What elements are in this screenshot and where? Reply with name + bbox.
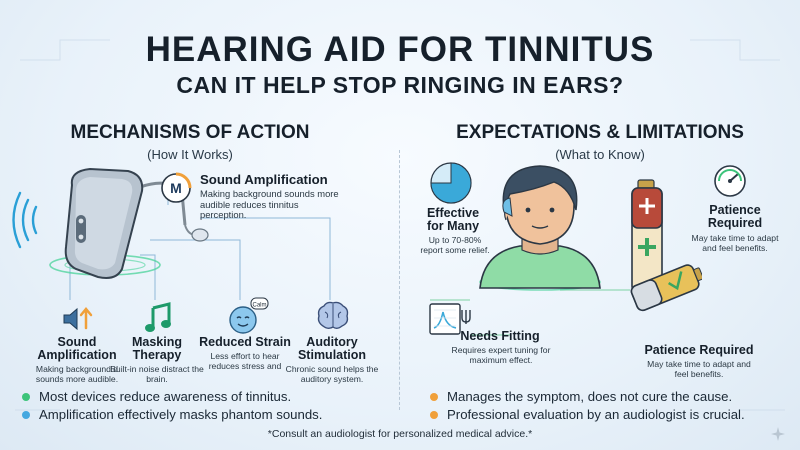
bullet-dot-blue	[22, 410, 30, 419]
callout-title: Sound Amplification	[200, 172, 328, 187]
patient-illustration	[479, 165, 601, 291]
feature-title: Auditory Stimulation	[297, 335, 367, 363]
left-bullet-2: Amplification effectively masks phantom …	[22, 407, 322, 422]
needs-fitting-text: Requires expert tuning for maximum effec…	[451, 345, 551, 365]
patience-bottom-title: Patience Required	[644, 343, 754, 357]
right-subheading: (What to Know)	[555, 147, 645, 162]
page-subtitle: CAN IT HELP STOP RINGING IN EARS?	[176, 72, 624, 98]
amplification-badge-icon: M	[161, 172, 192, 203]
effective-title: Effective for Many	[426, 206, 480, 234]
feature-text: Chronic sound helps the auditory system.	[285, 364, 379, 384]
hearing-aid-illustration	[12, 167, 209, 279]
bullet-dot-orange	[430, 410, 438, 419]
right-heading: EXPECTATIONS & LIMITATIONS	[456, 122, 744, 143]
section-divider	[399, 150, 400, 410]
feature-text: Making background d sounds more audible.	[35, 364, 119, 384]
music-note-icon	[145, 302, 171, 332]
audiogram-icon	[429, 303, 471, 335]
patience-top-text: May take time to adapt and feel benefits…	[691, 233, 779, 253]
pie-chart-icon	[430, 162, 472, 204]
bullet-text: Most devices reduce awareness of tinnitu…	[39, 389, 292, 404]
feature-text: Less effort to hear reduces stress and	[208, 351, 282, 371]
right-bullet-1: Manages the symptom, does not cure the c…	[430, 389, 732, 404]
left-heading: MECHANISMS OF ACTION	[70, 122, 310, 143]
callout-text: Making background sounds more audible re…	[200, 188, 339, 221]
left-subheading: (How It Works)	[147, 147, 233, 162]
right-bullet-2: Professional evaluation by an audiologis…	[430, 407, 745, 422]
feature-text: Built-in noise distract the brain.	[110, 364, 204, 384]
battery-illustration	[630, 179, 702, 312]
calm-bubble-text: Calm	[252, 303, 266, 309]
effective-text: Up to 70-80% report some relief.	[420, 235, 490, 255]
pie-slice	[430, 162, 472, 204]
bullet-text: Amplification effectively masks phantom …	[39, 407, 323, 422]
bullet-dot-green	[22, 392, 30, 401]
patience-bottom-text: May take time to adapt and feel benefits…	[647, 359, 751, 379]
feature-title: Masking Therapy	[131, 335, 182, 363]
feature-masking-therapy: Masking Therapy Built-in noise distract …	[108, 335, 206, 385]
needs-fitting-title: Needs Fitting	[460, 329, 540, 343]
sparkle-icon	[771, 427, 785, 441]
bullet-dot-orange	[430, 392, 438, 401]
feature-title: Sound Amplification	[37, 335, 117, 363]
speaker-up-icon	[63, 307, 93, 331]
brain-icon	[317, 301, 349, 329]
bullet-text: Manages the symptom, does not cure the c…	[447, 389, 733, 404]
gauge-icon	[714, 165, 746, 197]
feature-title: Reduced Strain	[199, 335, 291, 349]
feature-auditory-stimulation: Auditory Stimulation Chronic sound helps…	[283, 335, 381, 385]
calm-face-icon: Calm	[229, 297, 269, 334]
bullet-text: Professional evaluation by an audiologis…	[447, 407, 745, 422]
footer-disclaimer: *Consult an audiologist for personalized…	[267, 428, 533, 440]
feature-reduced-strain: Reduced Strain Less effort to hear reduc…	[196, 335, 294, 371]
page-title: HEARING AID FOR TINNITUS	[145, 30, 655, 69]
callout-badge-letter: M	[170, 180, 182, 196]
patience-top-title: Patience Required	[707, 203, 763, 231]
left-bullet-1: Most devices reduce awareness of tinnitu…	[22, 389, 291, 404]
feature-sound-amplification: Sound Amplification Making background d …	[28, 335, 126, 385]
